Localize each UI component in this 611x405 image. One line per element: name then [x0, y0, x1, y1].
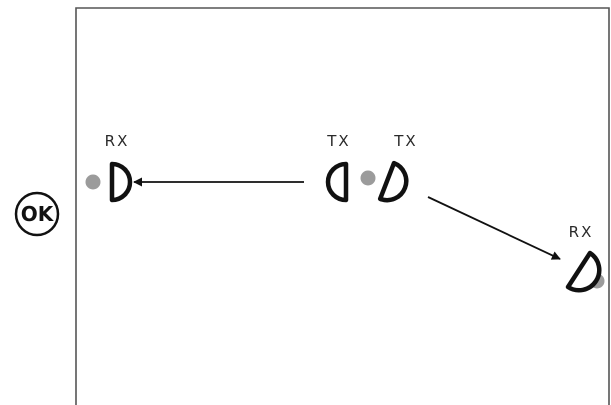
- receiver-left-dot: [85, 174, 101, 190]
- beam-arrow-right: [427, 196, 561, 260]
- frame: [75, 7, 610, 405]
- transmitter-center-label: TX: [326, 132, 350, 150]
- transmitter-right-label: TX: [393, 132, 417, 150]
- transmitter-right-dot: [360, 170, 376, 186]
- transmitter-right-dome-icon: [377, 160, 409, 203]
- ok-badge-text: OK: [21, 202, 55, 226]
- receiver-left: RX: [85, 132, 133, 203]
- receiver-right-label: RX: [569, 223, 594, 241]
- ok-badge-circle: [14, 191, 60, 237]
- transmitter-right: TX: [360, 132, 417, 203]
- transmitter-center-dome-icon: [325, 161, 349, 203]
- receiver-left-dome-icon: [109, 161, 133, 203]
- receiver-left-label: RX: [105, 132, 130, 150]
- receiver-right: RX: [565, 223, 605, 293]
- receiver-right-dome-icon: [565, 250, 602, 293]
- transmitter-center: TX: [325, 132, 350, 203]
- ok-badge: OK: [14, 191, 60, 237]
